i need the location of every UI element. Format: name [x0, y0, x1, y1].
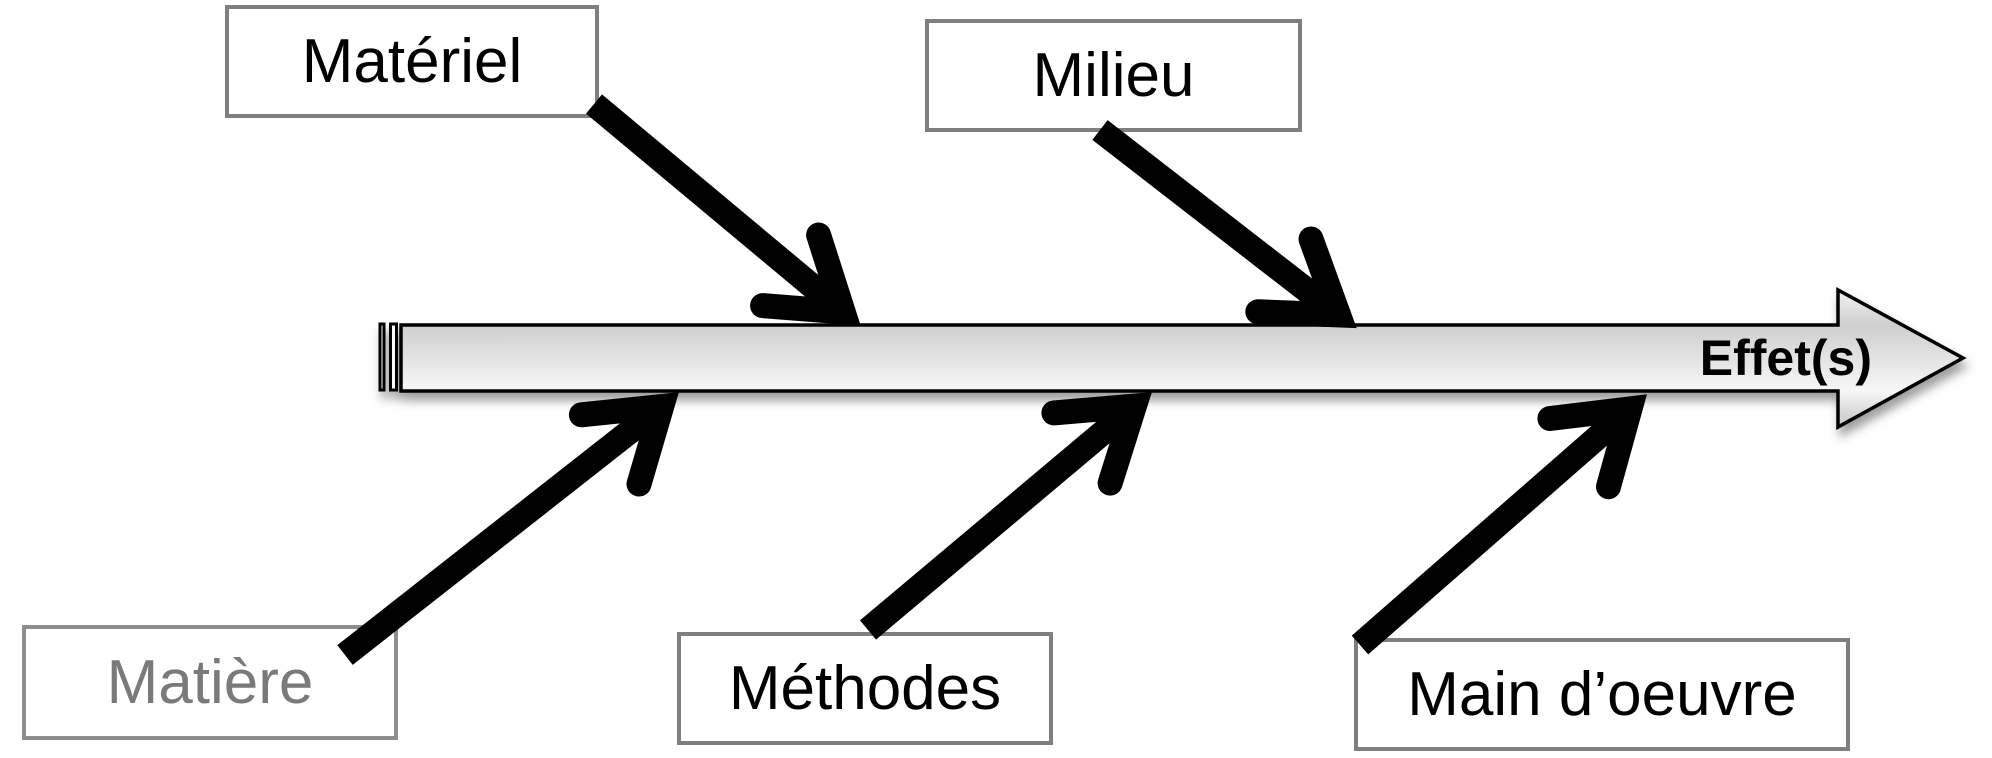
- cause-label-milieu: Milieu: [1032, 40, 1195, 110]
- cause-box-methodes: Méthodes: [677, 632, 1053, 745]
- cause-label-matiere: Matière: [106, 647, 314, 717]
- spine-start-tick-2: [389, 322, 398, 392]
- cause-box-main-doeuvre: Main d’oeuvre: [1354, 638, 1850, 751]
- spine-start-tick-1: [378, 322, 386, 392]
- cause-label-main-doeuvre: Main d’oeuvre: [1407, 659, 1797, 729]
- cause-label-materiel: Matériel: [301, 26, 523, 96]
- effect-label: Effet(s): [1700, 330, 1872, 386]
- cause-box-milieu: Milieu: [925, 19, 1302, 132]
- cause-label-methodes: Méthodes: [728, 653, 1002, 723]
- spine-effect-arrow: [399, 287, 1967, 430]
- cause-box-matiere: Matière: [22, 625, 398, 740]
- cause-box-materiel: Matériel: [225, 5, 599, 118]
- spine-group: [378, 287, 1967, 430]
